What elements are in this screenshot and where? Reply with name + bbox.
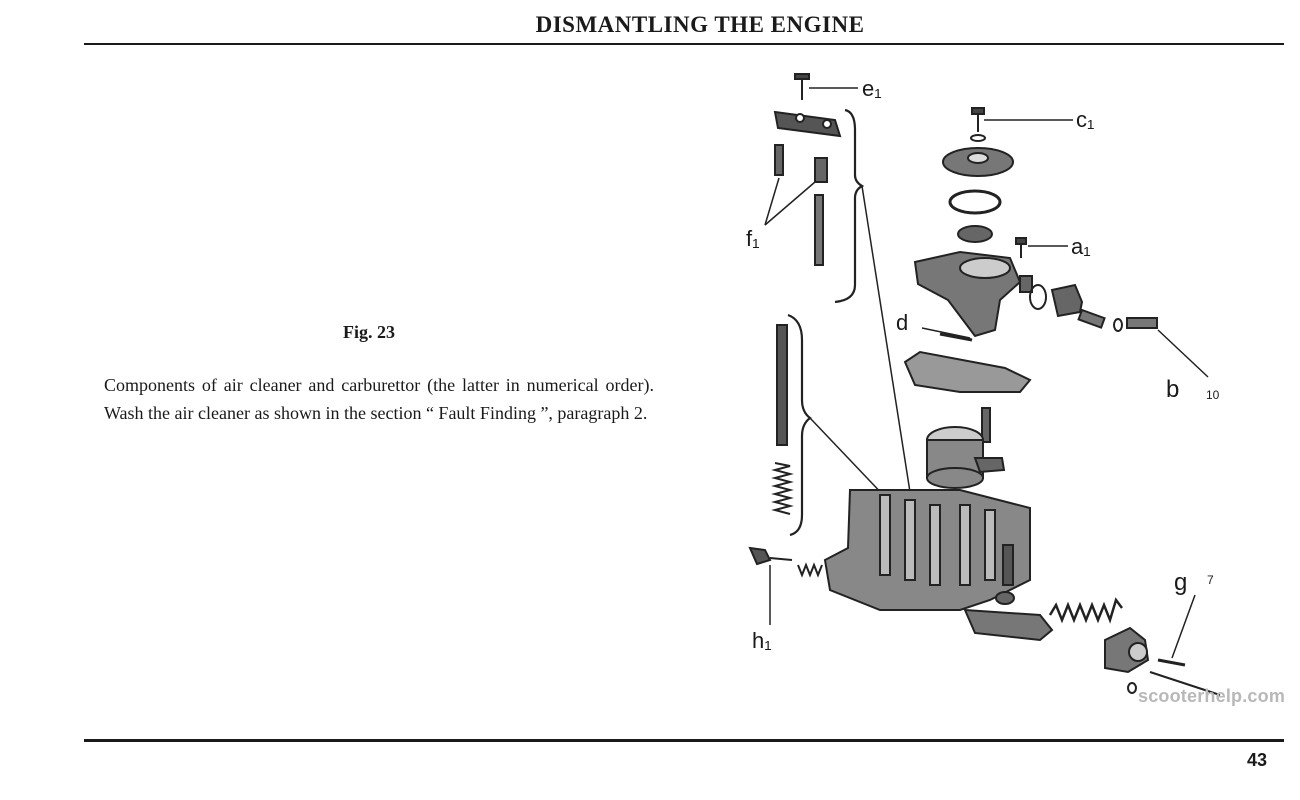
screw-e-part <box>794 73 858 100</box>
brace-upper <box>834 108 865 304</box>
label-a: a₁ <box>1071 234 1091 259</box>
label-c: c₁ <box>1076 107 1094 132</box>
page-number: 43 <box>1247 750 1268 770</box>
label-h: h₁ <box>752 628 772 653</box>
carburettor-exploded-diagram: e₁ c₁ a₁ f₁ d b 10 g 7 h₁ <box>746 73 1221 696</box>
float-part <box>926 426 1006 489</box>
label-b: b <box>1166 376 1179 403</box>
label-g: g <box>1174 569 1187 596</box>
carburettor-main-body <box>823 489 1031 611</box>
label-f: f₁ <box>746 226 760 251</box>
screw-h-part <box>748 546 823 625</box>
jets-f-parts <box>764 144 828 266</box>
carburettor-top-body <box>913 250 1209 378</box>
watermark-text: scooterhelp.com <box>1138 686 1286 706</box>
page-header-title: DISMANTLING THE ENGINE <box>535 12 865 37</box>
label-e: e₁ <box>862 76 882 101</box>
label-b-number: 10 <box>1206 388 1220 402</box>
figure-caption: Components of air cleaner and carburetto… <box>104 375 654 423</box>
screw-a-part <box>1015 237 1068 258</box>
cover-c-parts <box>942 107 1073 243</box>
clamp-part <box>773 110 842 138</box>
figure-label: Fig. 23 <box>343 322 395 342</box>
label-d: d <box>896 310 908 335</box>
gasket-part <box>903 350 1032 393</box>
header-rule <box>84 43 1284 45</box>
footer-rule <box>84 739 1284 742</box>
part-g-assembly <box>1104 594 1221 696</box>
label-g-number: 7 <box>1207 573 1214 587</box>
brace-lower <box>787 313 812 537</box>
